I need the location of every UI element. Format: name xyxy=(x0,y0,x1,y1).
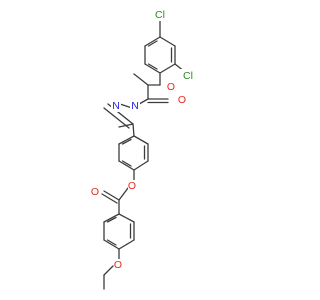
bond-inner xyxy=(121,160,132,167)
oxygen-symbol: O xyxy=(114,259,122,271)
atom-label-o-ester-single: O xyxy=(128,180,137,193)
bond-methyl xyxy=(133,73,149,86)
bond-inner xyxy=(121,138,132,145)
bond-n-c-double xyxy=(103,107,130,129)
bond xyxy=(103,213,120,223)
oxygen-symbol: O xyxy=(178,94,186,106)
dichlorophenyl-ring xyxy=(144,36,176,74)
nitrogen-symbol: N xyxy=(112,100,120,112)
bond xyxy=(118,239,135,250)
bond xyxy=(118,123,134,128)
bond xyxy=(144,36,161,47)
bond xyxy=(144,63,161,74)
atom-label-o-ester-carbonyl: O xyxy=(91,186,100,199)
atom-label-cl-ortho: Cl xyxy=(180,69,196,82)
oxygen-symbol: O xyxy=(167,81,175,93)
bond-o-ch2 xyxy=(103,265,114,276)
atom-label-n-imine: N xyxy=(111,99,121,112)
bond-inner xyxy=(106,239,117,246)
bond xyxy=(103,239,120,250)
atom-label-o-ether: O xyxy=(167,81,176,94)
atom-label-n-h: N xyxy=(130,100,140,113)
bond-o-c xyxy=(118,187,129,201)
central-benzene-ring xyxy=(118,135,149,171)
bond xyxy=(118,135,135,145)
bond-inner xyxy=(147,63,158,70)
bond xyxy=(118,160,135,171)
atom-label-o-ethoxy: O xyxy=(114,259,123,272)
bond-c-o-double xyxy=(101,193,118,204)
bond-c-o-double xyxy=(103,190,120,201)
bond-inner xyxy=(147,40,158,47)
bond xyxy=(118,213,135,223)
molecule-structure: Cl Cl O O N N O O O xyxy=(90,8,196,290)
bond xyxy=(132,123,135,137)
oxygen-symbol: O xyxy=(128,180,136,192)
bond xyxy=(133,160,149,171)
atom-label-cl-top: Cl xyxy=(152,8,168,21)
bond xyxy=(133,135,149,145)
bond xyxy=(159,63,176,74)
atom-label-o-amide: O xyxy=(178,94,187,107)
nitrogen-symbol: N xyxy=(131,100,139,112)
bond-inner xyxy=(106,216,117,223)
molecule-diagram: Cl Cl O O N N O O O xyxy=(90,8,196,290)
oxygen-symbol: O xyxy=(91,186,99,198)
chlorine-symbol: Cl xyxy=(183,70,193,82)
ethoxyphenyl-ring xyxy=(103,213,135,250)
bond xyxy=(159,36,176,47)
chlorine-symbol: Cl xyxy=(155,9,165,21)
